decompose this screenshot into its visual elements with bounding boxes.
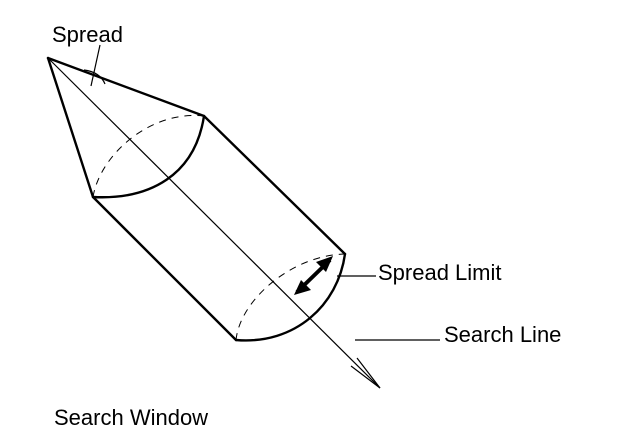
search-line-shaft — [47, 57, 381, 389]
cone-base-front — [91, 114, 206, 199]
spread-angle-marker — [83, 44, 106, 87]
cone-upper-edge — [46, 56, 206, 118]
cone-tip — [46, 56, 206, 199]
spread-leader-line — [90, 44, 101, 87]
spread-limit-arrowhead-down — [294, 280, 311, 295]
spread-limit-label: Spread Limit — [378, 260, 502, 285]
search-line-arrowhead — [350, 357, 381, 389]
cylinder-end-hidden — [235, 253, 346, 341]
cylinder-end-front — [234, 252, 347, 342]
spread-limit-arrow — [294, 256, 376, 295]
cylinder-lower-side — [91, 195, 238, 342]
search-line-axis — [47, 57, 440, 389]
search-window-label: Search Window — [54, 405, 208, 430]
spread-label: Spread — [52, 22, 123, 47]
cone-base-hidden — [92, 114, 205, 198]
spread-limit-arrowhead-up — [316, 256, 333, 272]
cone-lower-edge — [46, 56, 95, 199]
search-line-label: Search Line — [444, 322, 561, 347]
cylinder-upper-side — [202, 114, 347, 256]
spread-angle-arc — [83, 69, 106, 85]
